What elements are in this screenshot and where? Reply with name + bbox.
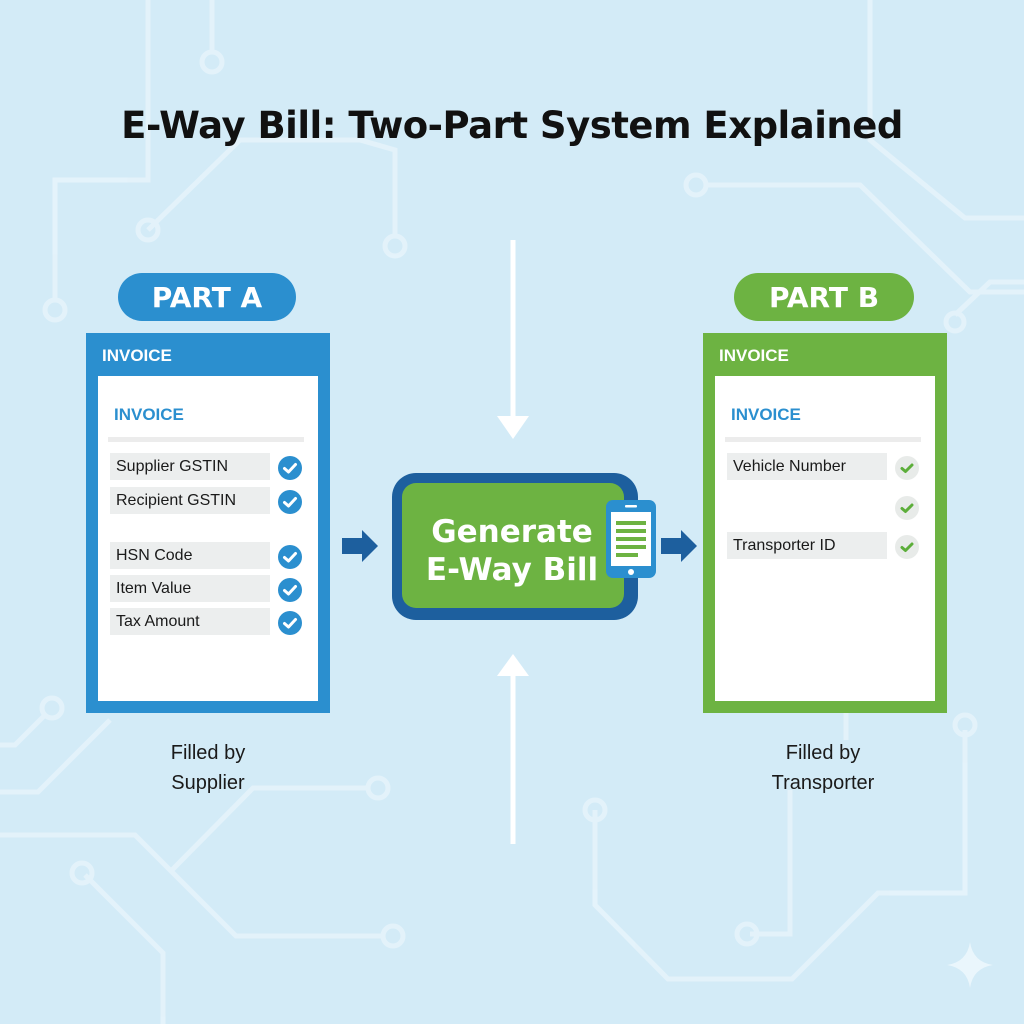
- check-circle-icon: [278, 490, 302, 514]
- sparkle-icon: [947, 942, 993, 988]
- arrow-down-icon: [497, 240, 529, 439]
- check-circle-icon: [278, 611, 302, 635]
- divider: [108, 437, 304, 442]
- part-b-invoice-sheet: INVOICE Vehicle Number Transporter ID: [715, 376, 935, 701]
- part-a-badge: PART A: [118, 273, 296, 321]
- part-a-card-header: INVOICE: [102, 346, 172, 365]
- mobile-phone-document-icon: [606, 500, 656, 578]
- part-a-caption: Filled by Supplier: [128, 738, 288, 798]
- arrow-right-icon: [342, 530, 378, 562]
- part-a-invoice-card: INVOICE INVOICE Supplier GSTIN Recipient…: [86, 333, 330, 713]
- part-b-badge: PART B: [734, 273, 914, 321]
- caption-line: Filled by: [170, 742, 246, 764]
- generate-inner: Generate E-Way Bill: [402, 483, 624, 608]
- part-b-inner-title: INVOICE: [731, 405, 801, 424]
- part-a-inner-title: INVOICE: [114, 405, 184, 424]
- generate-e-way-bill-box[interactable]: Generate E-Way Bill: [392, 473, 638, 620]
- check-circle-icon: [278, 456, 302, 480]
- field-tax-amount: Tax Amount: [110, 608, 270, 635]
- part-a-invoice-sheet: INVOICE Supplier GSTIN Recipient GSTIN H…: [98, 376, 318, 701]
- part-b-caption: Filled by Transporter: [743, 738, 903, 798]
- field-supplier-gstin: Supplier GSTIN: [110, 453, 270, 480]
- field-hsn-code: HSN Code: [110, 542, 270, 569]
- generate-line-2: E-Way Bill: [425, 552, 599, 588]
- generate-label: Generate E-Way Bill: [422, 513, 602, 589]
- divider: [725, 437, 921, 442]
- caption-line: Supplier: [171, 772, 245, 794]
- generate-line-1: Generate: [431, 514, 593, 550]
- part-b-invoice-card: INVOICE INVOICE Vehicle Number Transport…: [703, 333, 947, 713]
- check-circle-icon: [278, 545, 302, 569]
- check-icon: [895, 496, 919, 520]
- check-icon: [895, 535, 919, 559]
- arrow-right-icon: [661, 530, 697, 562]
- check-circle-icon: [278, 578, 302, 602]
- page-title: E-Way Bill: Two-Part System Explained: [121, 104, 903, 147]
- part-b-card-header: INVOICE: [719, 346, 789, 365]
- field-transporter-id: Transporter ID: [727, 532, 887, 559]
- arrow-up-icon: [497, 654, 529, 844]
- field-item-value: Item Value: [110, 575, 270, 602]
- field-recipient-gstin: Recipient GSTIN: [110, 487, 270, 514]
- caption-line: Filled by: [785, 742, 861, 764]
- caption-line: Transporter: [771, 772, 875, 794]
- field-vehicle-number: Vehicle Number: [727, 453, 887, 480]
- check-icon: [895, 456, 919, 480]
